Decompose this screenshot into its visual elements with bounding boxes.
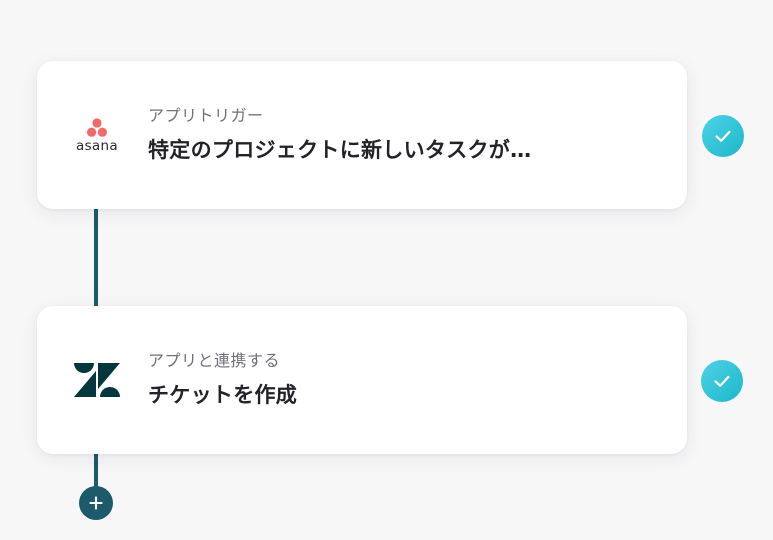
check-icon (702, 115, 744, 157)
step-title: 特定のプロジェクトに新しいタスクが… (148, 138, 532, 162)
zendesk-logo-icon (67, 350, 127, 410)
add-step-button[interactable] (79, 486, 113, 520)
step-text: アプリと連携する チケットを作成 (148, 350, 657, 410)
step-title: チケットを作成 (148, 383, 298, 407)
flow-step-card-trigger[interactable]: asana アプリトリガー 特定のプロジェクトに新しいタスクが… (37, 61, 687, 209)
check-icon (701, 360, 743, 402)
asana-logo-icon: asana (67, 105, 127, 165)
flow-step-card-action[interactable]: アプリと連携する チケットを作成 (37, 306, 687, 454)
step-subtitle: アプリトリガー (148, 106, 264, 125)
step-text: アプリトリガー 特定のプロジェクトに新しいタスクが… (148, 105, 657, 165)
flow-connector-line (94, 452, 98, 492)
flow-connector-line (94, 205, 98, 309)
asana-logo-text: asana (76, 138, 118, 154)
step-subtitle: アプリと連携する (148, 351, 281, 370)
plus-icon (89, 496, 103, 510)
